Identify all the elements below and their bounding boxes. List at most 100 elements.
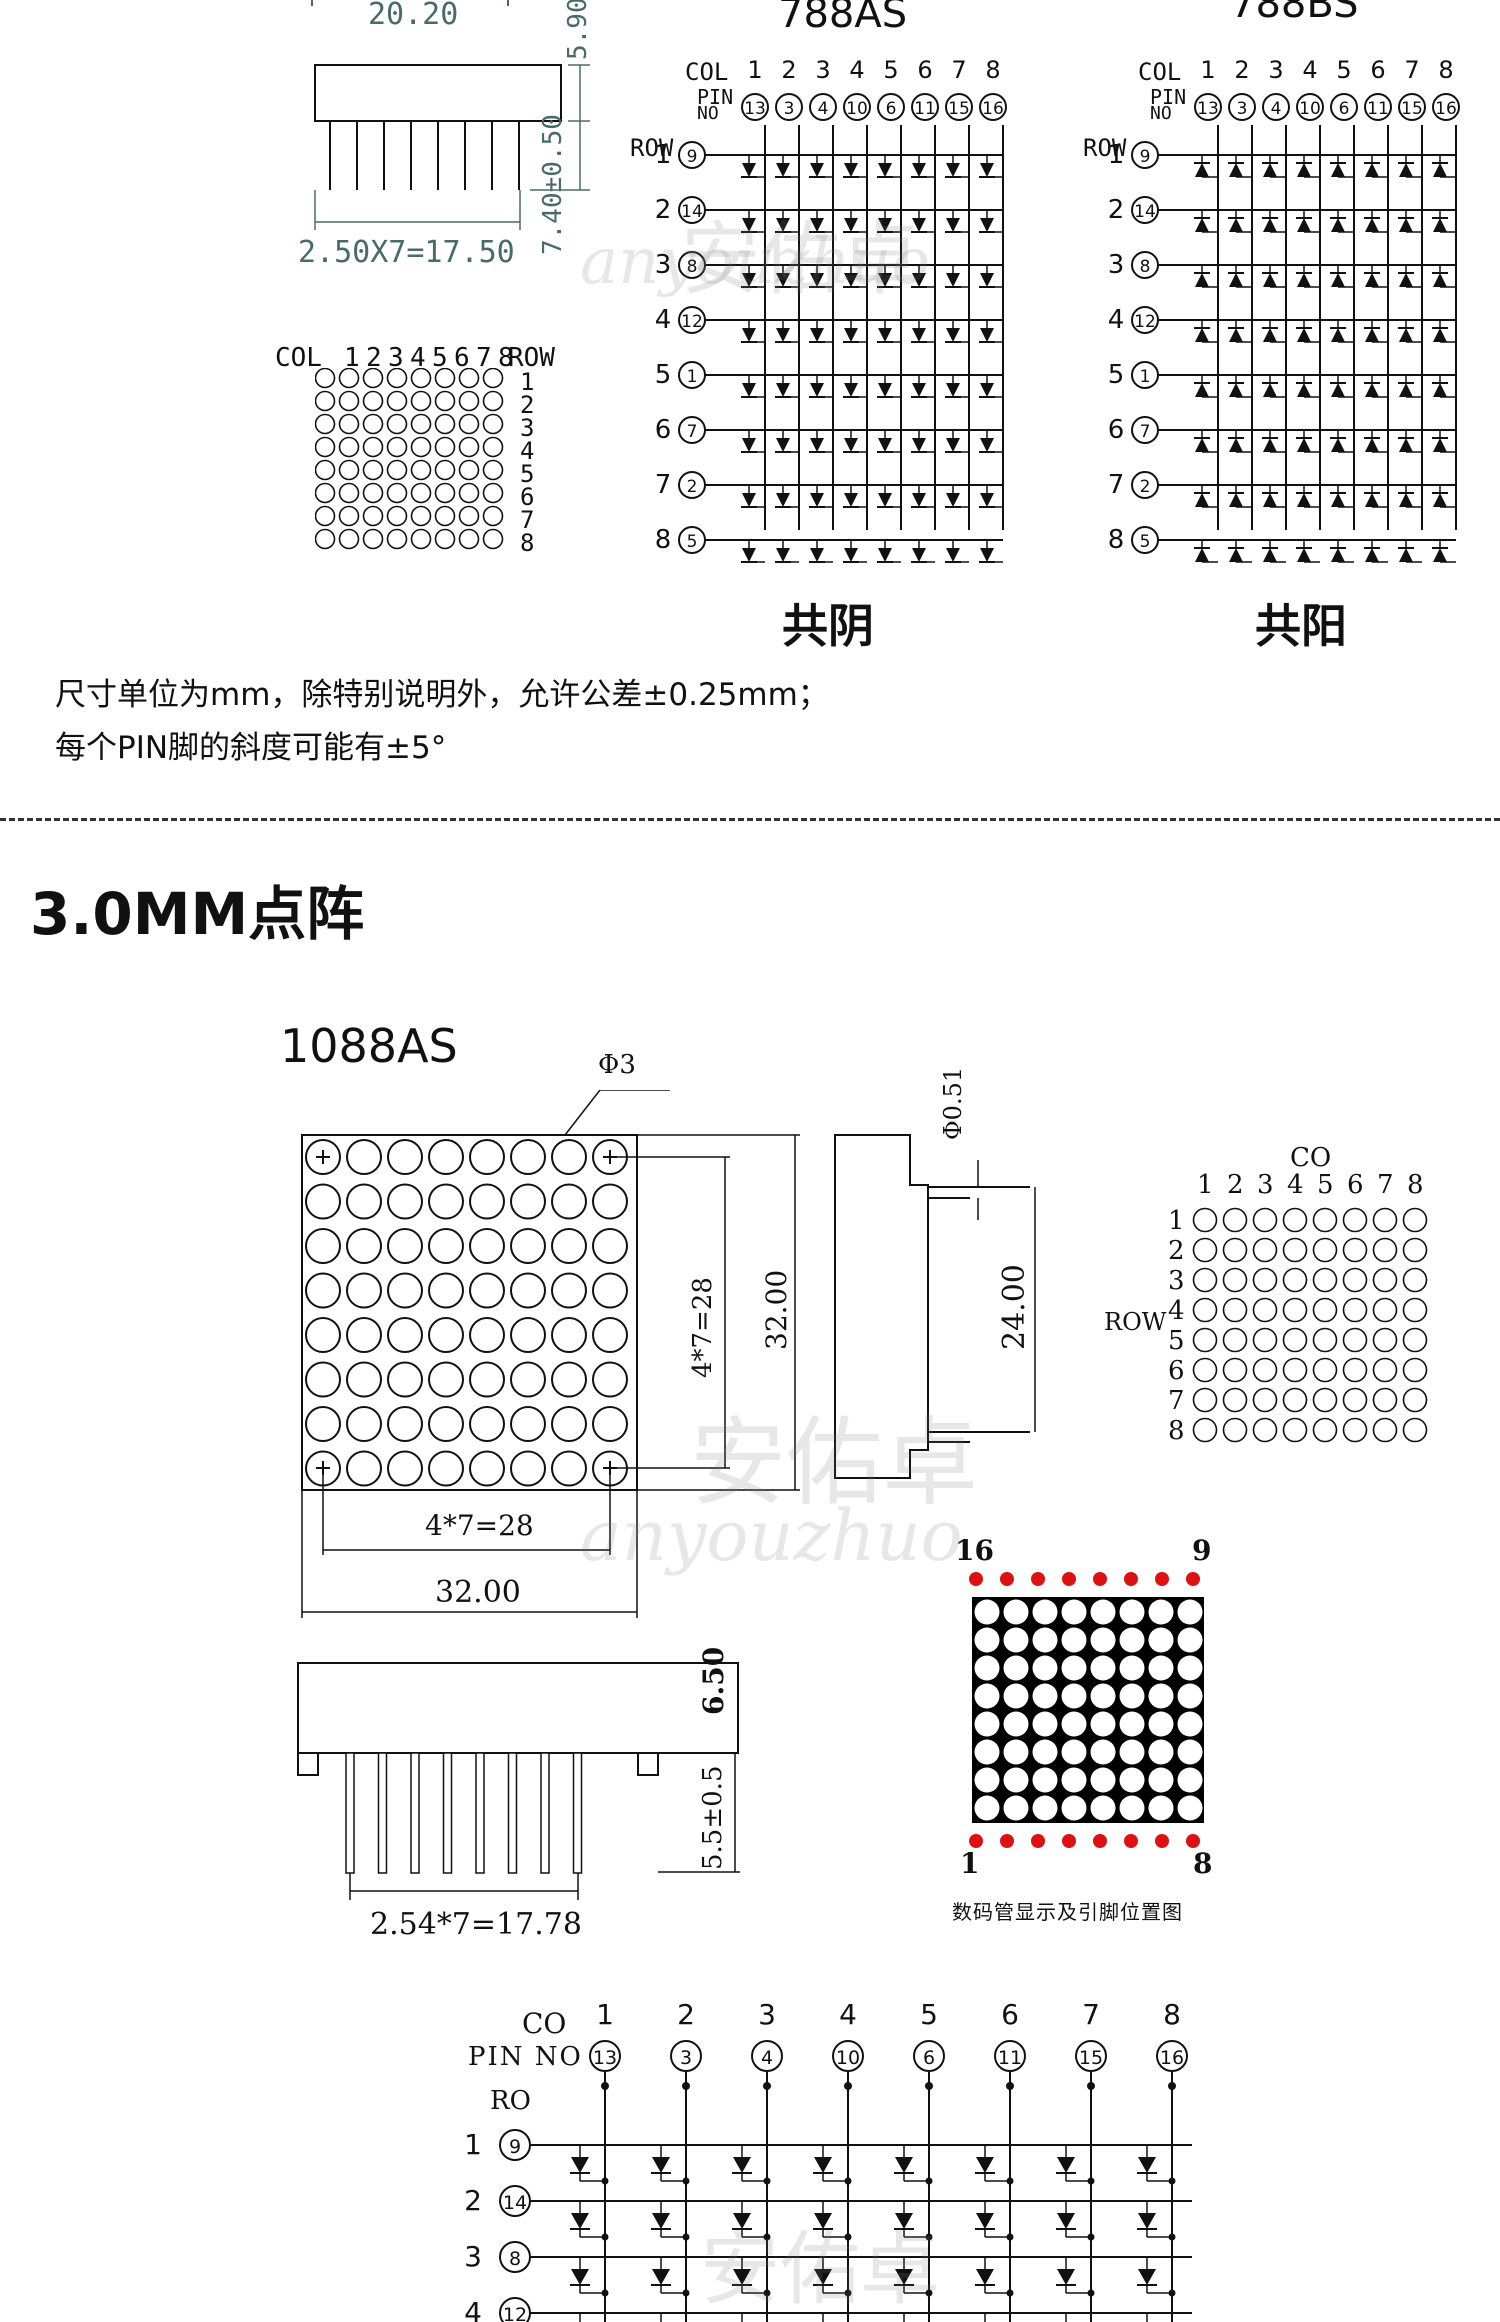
schem-col-pin-circle xyxy=(751,2040,783,2072)
schem-col-num: 1 xyxy=(1200,56,1215,84)
front-dot xyxy=(510,1228,546,1264)
pinout-dot-788 xyxy=(386,390,408,412)
front-dot xyxy=(469,1317,505,1353)
side-view-1088as xyxy=(834,1134,1036,1479)
led-diode xyxy=(733,2213,751,2229)
pinout-dot-1088 xyxy=(1282,1267,1308,1293)
schem-col-pin-circle xyxy=(1075,2040,1107,2072)
led-diode xyxy=(946,163,960,177)
led-dot xyxy=(974,1627,1000,1653)
led-diode xyxy=(946,218,960,232)
led-diode xyxy=(776,273,790,287)
schem-col-pin: 11 xyxy=(1367,99,1389,119)
pinout-dot-1088 xyxy=(1312,1387,1338,1413)
pinout-row-num-1088: 1 xyxy=(1168,1206,1185,1236)
front-dot xyxy=(428,1272,464,1309)
dim-pitch-horizontal: 4*7=28 xyxy=(425,1509,534,1542)
led-dot xyxy=(974,1795,1000,1821)
schem-col-pin-circle xyxy=(809,93,837,121)
schem-row-num: 8 xyxy=(1108,525,1125,555)
led-diode xyxy=(1433,493,1447,507)
pinout-dot-788 xyxy=(315,413,336,435)
led-diode xyxy=(1331,438,1345,452)
junction-dot xyxy=(682,2233,690,2241)
schem-col-num: 4 xyxy=(849,56,864,84)
schem-row-num: 2 xyxy=(464,2184,482,2217)
pinout-dot-1088 xyxy=(1402,1417,1428,1443)
schem-row-num: 4 xyxy=(655,305,672,335)
front-dot xyxy=(551,1228,587,1264)
pinout-dot-1088 xyxy=(1312,1417,1338,1443)
led-diode xyxy=(1057,2213,1075,2229)
schem-col-pin-circle xyxy=(877,93,905,121)
schem-row-num: 2 xyxy=(655,195,672,225)
led-diode xyxy=(742,548,756,562)
pinout-dot-1088 xyxy=(1282,1237,1308,1263)
pinout-dot-788 xyxy=(315,459,336,481)
pinout-dot-1088 xyxy=(1252,1357,1278,1383)
led-dot xyxy=(1003,1627,1029,1653)
schem-row-num: 4 xyxy=(464,2296,482,2322)
junction-dot xyxy=(682,2289,690,2297)
junction-dot xyxy=(601,2289,609,2297)
junction-dot xyxy=(1006,2177,1014,2185)
schem-col-pin: 10 xyxy=(836,2047,860,2069)
led-diode xyxy=(1399,273,1413,287)
schem-col-pin: 11 xyxy=(914,99,936,119)
led-diode xyxy=(814,2157,832,2173)
led-diode xyxy=(776,163,790,177)
pinout-row-num-1088: 2 xyxy=(1168,1236,1185,1266)
pinout-dot-788 xyxy=(458,505,480,527)
led-diode xyxy=(733,2269,751,2285)
schem-col-pin: 10 xyxy=(846,99,868,119)
front-dot xyxy=(551,1139,587,1175)
led-diode xyxy=(1297,218,1311,232)
schem-col-pin-circle xyxy=(670,2040,702,2072)
schem-row-num: 1 xyxy=(655,140,672,170)
led-diode xyxy=(814,2269,832,2285)
led-diode xyxy=(1263,548,1277,562)
pinout-dot-788 xyxy=(315,528,336,550)
pinout-row-num-788: 6 xyxy=(520,483,535,511)
led-diode xyxy=(912,548,926,562)
schem-row-num: 4 xyxy=(1108,305,1125,335)
led-dot xyxy=(1090,1767,1116,1793)
led-pin-dot-bottom xyxy=(1062,1834,1076,1848)
pinout-dot-788 xyxy=(458,436,480,458)
led-diode xyxy=(976,2213,994,2229)
led-diode xyxy=(810,273,824,287)
pinout-dot-788 xyxy=(315,482,336,504)
schem-row-pin: 12 xyxy=(681,312,703,332)
led-diode xyxy=(1195,273,1209,287)
schem-col-label-1088: CO xyxy=(522,2007,567,2040)
pinout-dot-1088 xyxy=(1252,1417,1278,1443)
schem-row-pin: 2 xyxy=(1140,477,1151,497)
led-diode xyxy=(1229,548,1243,562)
front-dot xyxy=(551,1450,587,1487)
pinout-dot-788 xyxy=(362,459,384,481)
led-diode xyxy=(1138,2269,1156,2285)
schem-row-pin: 2 xyxy=(687,477,698,497)
led-pin-dot-bottom xyxy=(1000,1834,1014,1848)
led-diode xyxy=(980,328,994,342)
led-dot xyxy=(1119,1739,1145,1765)
led-dot xyxy=(1090,1739,1116,1765)
pinout-dot-788 xyxy=(434,482,456,504)
front-dot xyxy=(305,1406,341,1442)
pinout-dot-788 xyxy=(458,459,480,481)
led-pin-dot-top xyxy=(1000,1572,1014,1586)
led-diode xyxy=(652,2157,670,2173)
led-diode xyxy=(1331,328,1345,342)
pinout-dot-1088 xyxy=(1342,1267,1368,1293)
pinout-dot-788 xyxy=(338,528,360,550)
led-pin-dot-bottom xyxy=(1031,1834,1045,1848)
pinout-dot-788 xyxy=(386,528,408,550)
pinout-dot-788 xyxy=(410,528,432,550)
pinout-dot-1088 xyxy=(1312,1297,1338,1323)
led-dot xyxy=(1177,1655,1203,1681)
junction-dot xyxy=(925,2289,933,2297)
front-dot xyxy=(387,1406,423,1442)
schem-col-pin-circle xyxy=(979,93,1007,121)
led-diode xyxy=(742,383,756,397)
